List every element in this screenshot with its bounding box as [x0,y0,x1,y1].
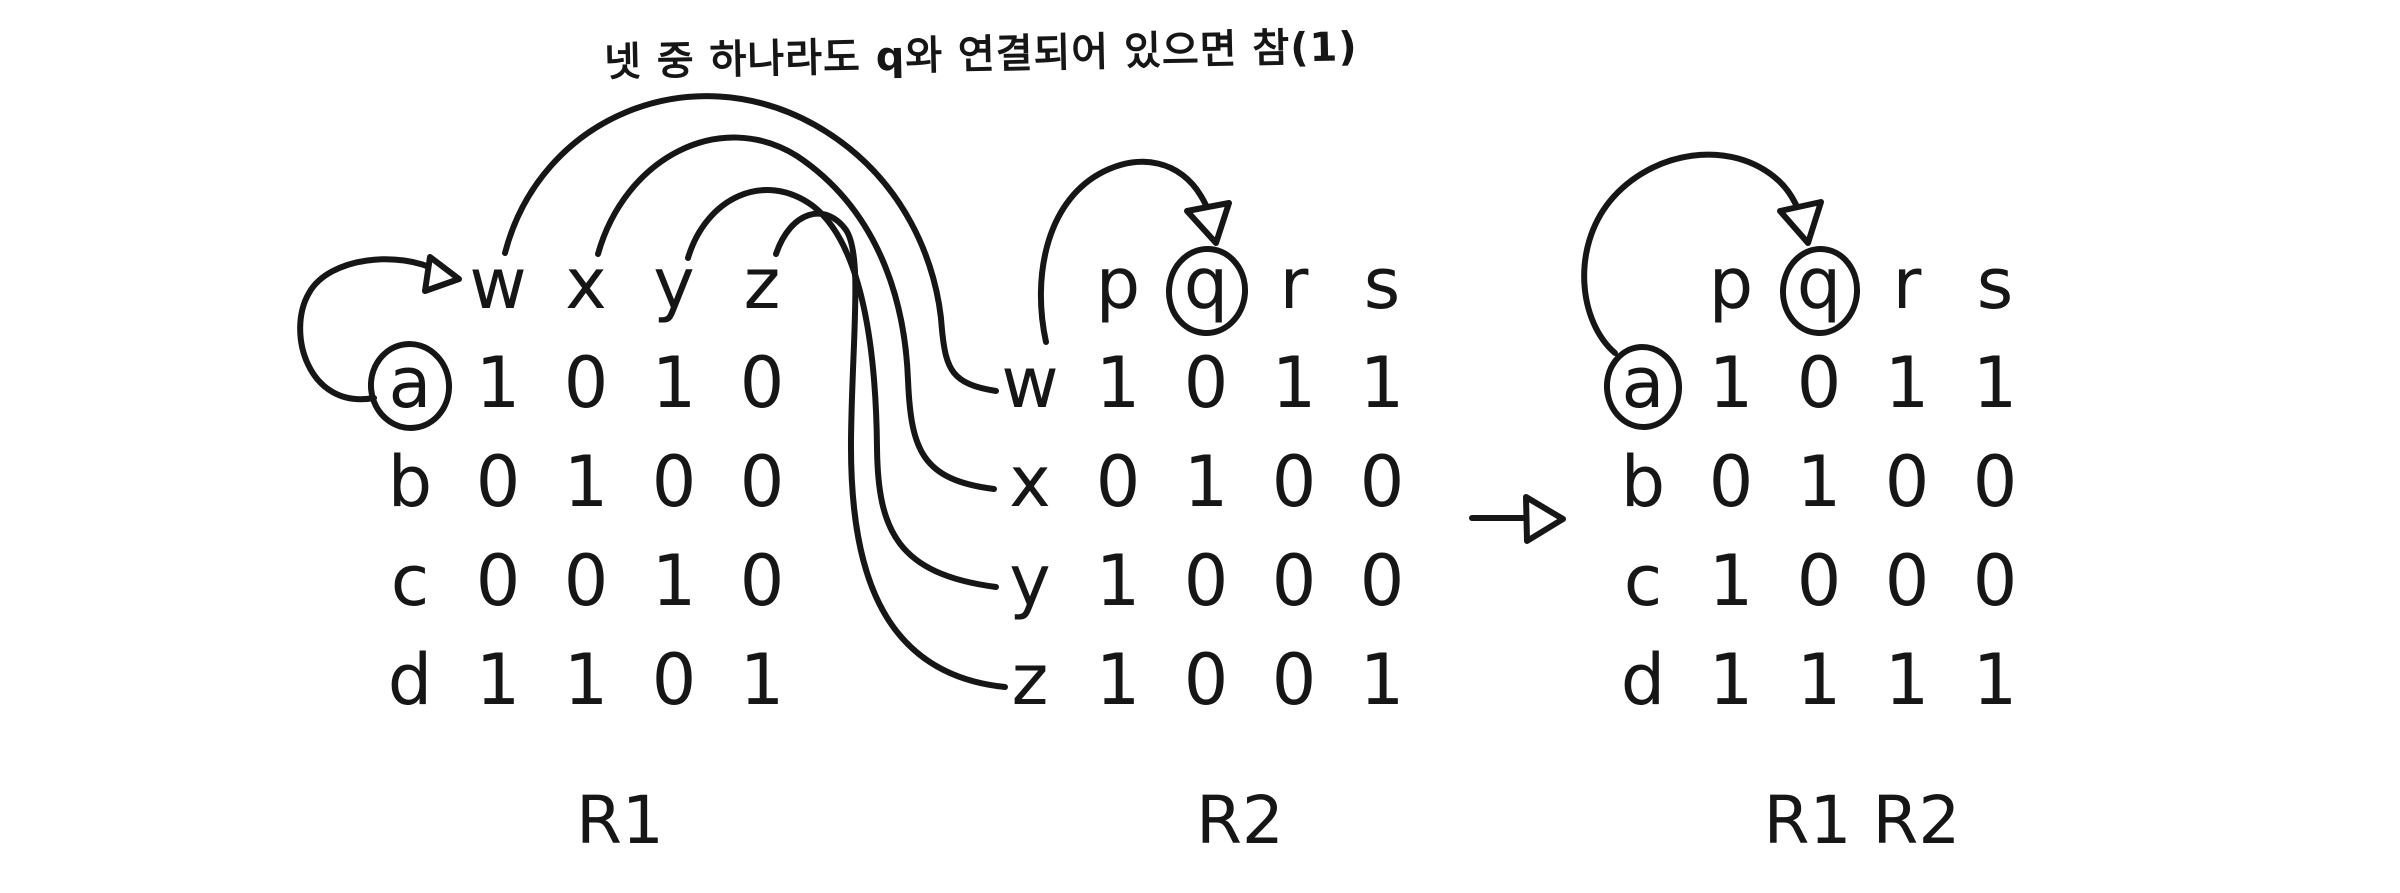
value-cell: 0 [563,341,609,424]
caption-r1: R1 [576,782,664,859]
value-cell: 1 [1796,638,1842,721]
value-cell: 0 [1183,539,1229,622]
row-label-cell: c [1623,539,1663,622]
col-header-cell: z [743,242,781,325]
caption-r2: R2 [1196,782,1284,859]
value-cell: 1 [1884,638,1930,721]
caption-r1r2: R1 R2 [1763,782,1961,859]
value-cell: 1 [651,539,697,622]
value-cell: 0 [1972,440,2018,523]
row-label-cell: y [1009,539,1051,622]
value-cell: 0 [1796,341,1842,424]
value-cell: 0 [1884,440,1930,523]
value-cell: 0 [1095,440,1141,523]
value-cell: 0 [1271,440,1317,523]
value-cell: 1 [1095,638,1141,721]
row-label-cell: b [1620,440,1666,523]
col-header-cell: q [1183,242,1229,325]
matrix-r1r2: p q r s a 1 0 1 1 b 0 1 0 0 c 1 0 0 0 d … [1599,234,2039,729]
value-cell: 1 [1884,341,1930,424]
value-cell: 0 [1359,539,1405,622]
value-cell: 1 [1359,638,1405,721]
value-cell: 0 [651,440,697,523]
row-label-cell: a [1621,341,1665,424]
col-header-cell: s [1363,242,1401,325]
row-label-cell: w [1001,341,1059,424]
value-cell: 1 [651,341,697,424]
value-cell: 0 [1884,539,1930,622]
value-cell: 0 [1796,539,1842,622]
result-arrowhead-icon [1523,494,1566,544]
value-cell: 0 [1972,539,2018,622]
value-cell: 0 [1183,638,1229,721]
corner-cell [366,234,454,333]
value-cell: 1 [1271,341,1317,424]
value-cell: 0 [475,539,521,622]
arc-z-to-z [773,210,1008,690]
col-header-cell: w [469,242,527,325]
matrix-r1: w x y z a 1 0 1 0 b 0 1 0 0 c 0 0 1 0 d … [366,234,806,729]
value-cell: 0 [563,539,609,622]
value-cell: 1 [563,638,609,721]
value-cell: 1 [1359,341,1405,424]
value-cell: 1 [475,341,521,424]
value-cell: 0 [651,638,697,721]
corner-cell [1599,234,1687,333]
corner-cell [986,234,1074,333]
value-cell: 0 [739,440,785,523]
value-cell: 1 [1972,341,2018,424]
col-header-cell: x [565,242,607,325]
value-cell: 0 [475,440,521,523]
row-label-cell: d [387,638,433,721]
row-label-cell: c [390,539,430,622]
value-cell: 1 [1708,341,1754,424]
value-cell: 1 [739,638,785,721]
value-cell: 0 [1359,440,1405,523]
value-cell: 0 [1271,638,1317,721]
diagram-title: 넷 중 하나라도 q와 연결되어 있으면 참(1) [603,24,1359,86]
value-cell: 1 [1095,341,1141,424]
col-header-cell: p [1708,242,1754,325]
value-cell: 1 [1095,539,1141,622]
row-label-cell: x [1009,440,1051,523]
value-cell: 1 [1708,539,1754,622]
value-cell: 1 [1183,440,1229,523]
value-cell: 0 [1183,341,1229,424]
value-cell: 1 [563,440,609,523]
value-cell: 1 [1972,638,2018,721]
col-header-cell: y [653,242,695,325]
row-label-cell: d [1620,638,1666,721]
value-cell: 0 [739,341,785,424]
value-cell: 0 [739,539,785,622]
value-cell: 1 [475,638,521,721]
row-label-cell: z [1011,638,1049,721]
col-header-cell: p [1095,242,1141,325]
value-cell: 1 [1796,440,1842,523]
col-header-cell: r [1892,242,1922,325]
col-header-cell: q [1796,242,1842,325]
col-header-cell: s [1976,242,2014,325]
row-label-cell: b [387,440,433,523]
row-label-cell: a [388,341,432,424]
value-cell: 0 [1708,440,1754,523]
value-cell: 1 [1708,638,1754,721]
col-header-cell: r [1279,242,1309,325]
matrix-r2: p q r s w 1 0 1 1 x 0 1 0 0 y 1 0 0 0 z … [986,234,1426,729]
value-cell: 0 [1271,539,1317,622]
